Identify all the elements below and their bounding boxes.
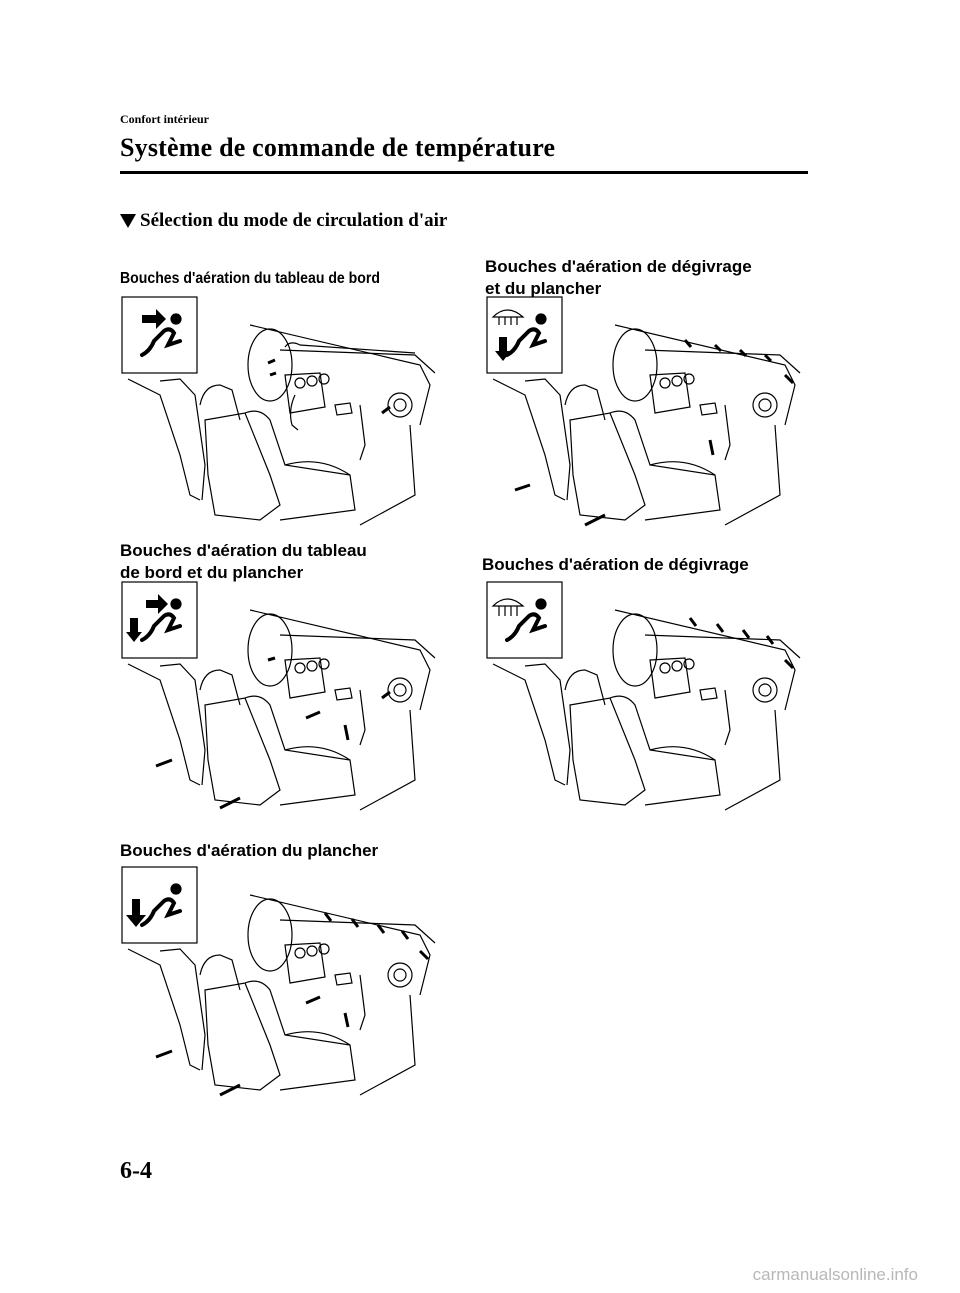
label-line: Bouches d'aération du tableau de bord: [120, 270, 380, 287]
car-interior-illustration: [121, 866, 436, 1097]
defrost-mode-icon: [486, 581, 563, 659]
label-line: Bouches d'aération du tableau: [120, 541, 367, 560]
subheading-text: Sélection du mode de circulation d'air: [140, 210, 448, 231]
figure-defrost-mode: [485, 580, 805, 820]
car-interior-illustration: [486, 581, 801, 811]
figure-panel-mode: [120, 295, 440, 535]
page-number: 6-4: [120, 1158, 152, 1184]
figure-defrost-floor-mode: [485, 295, 805, 535]
panel-mode-icon: [121, 296, 198, 374]
figure-floor-mode: [120, 865, 440, 1105]
floor-mode-icon: [121, 866, 198, 944]
panel-floor-mode-icon: [121, 581, 198, 659]
label-line: et du plancher: [485, 279, 602, 298]
figure-panel-floor-mode: [120, 580, 440, 820]
label-defrost-floor-mode: Bouches d'aération de dégivrage et du pl…: [485, 256, 752, 300]
label-line: Bouches d'aération de dégivrage: [485, 257, 752, 276]
section-label: Confort intérieur: [120, 112, 209, 126]
car-interior-illustration: [486, 296, 801, 527]
defrost-floor-mode-icon: [486, 296, 563, 374]
label-line: de bord et du plancher: [120, 563, 304, 582]
label-line: Bouches d'aération du plancher: [120, 841, 379, 860]
subheading: Sélection du mode de circulation d'air: [120, 210, 447, 232]
label-defrost-mode: Bouches d'aération de dégivrage: [482, 554, 749, 576]
car-interior-illustration: [121, 296, 436, 526]
triangle-bullet-icon: [120, 214, 136, 228]
label-panel-floor-mode: Bouches d'aération du tableau de bord et…: [120, 540, 367, 584]
label-line: Bouches d'aération de dégivrage: [482, 555, 749, 574]
label-floor-mode: Bouches d'aération du plancher: [120, 840, 378, 862]
page-title: Système de commande de température: [120, 133, 556, 162]
watermark: carmanualsonline.info: [752, 1265, 918, 1284]
title-divider: [120, 171, 808, 174]
label-panel-mode: Bouches d'aération du tableau de bord: [120, 268, 380, 290]
car-interior-illustration: [121, 581, 436, 811]
